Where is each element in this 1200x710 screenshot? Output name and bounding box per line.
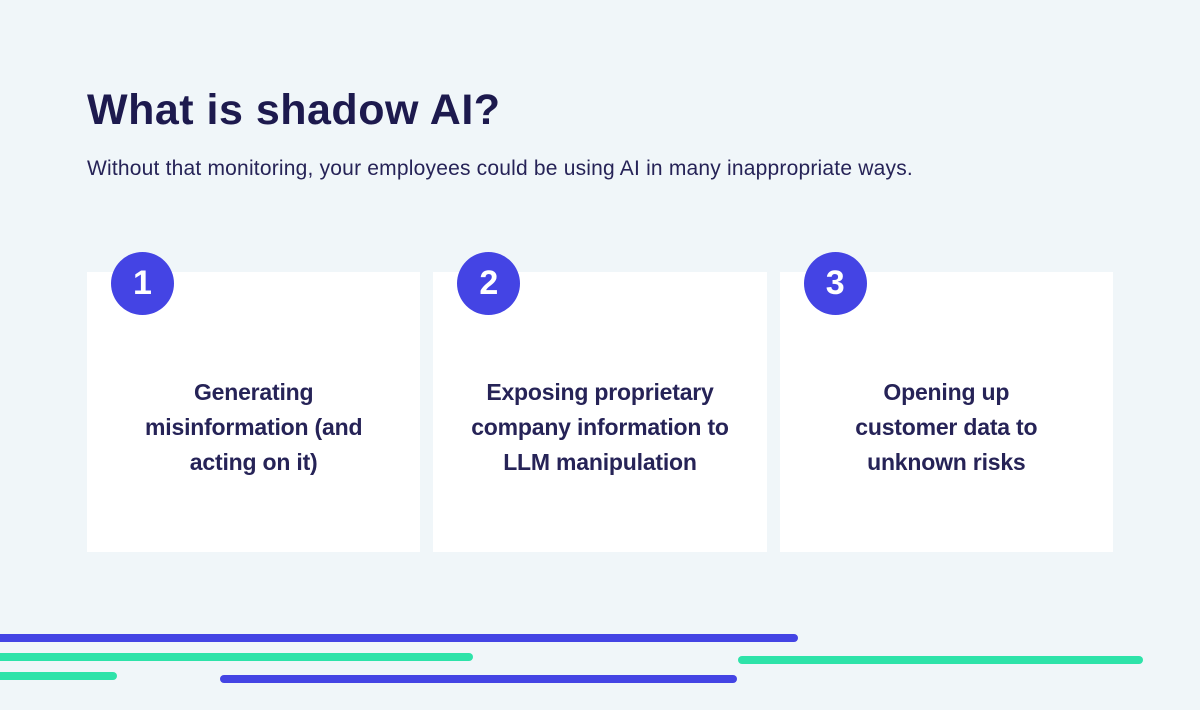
card-misinformation: 1 Generating misinformation (and acting …	[87, 252, 421, 552]
decor-line-green-right	[738, 656, 1143, 664]
card-text-line: LLM manipulation	[503, 448, 697, 475]
card-text-line: misinformation (and	[145, 413, 363, 440]
card-proprietary-info: 2 Exposing proprietary company informati…	[433, 252, 767, 552]
cards-row: 1 Generating misinformation (and acting …	[87, 252, 1113, 552]
card-text: Generating misinformation (and acting on…	[145, 375, 362, 480]
page-title: What is shadow AI?	[87, 86, 501, 134]
card-text-line: unknown risks	[867, 448, 1026, 475]
card-text-line: Generating	[193, 378, 314, 405]
number-badge-2: 2	[457, 252, 521, 315]
decor-line-blue-top	[0, 634, 798, 642]
number-badge-1: 1	[111, 252, 174, 315]
card-text: Opening up customer data to unknown risk…	[855, 375, 1037, 480]
decor-line-blue-bottom	[220, 675, 737, 683]
card-customer-data: 3 Opening up customer data to unknown ri…	[779, 252, 1113, 552]
number-badge-3: 3	[803, 252, 867, 315]
decor-line-green-middle	[0, 653, 473, 661]
card-text-line: Exposing proprietary	[486, 378, 714, 405]
card-text-line: acting on it)	[189, 448, 318, 475]
card-text-line: Opening up	[883, 378, 1010, 405]
card-text-line: customer data to	[855, 413, 1038, 440]
card-text-line: company information to	[471, 413, 729, 440]
page-subtitle: Without that monitoring, your employees …	[87, 157, 913, 180]
card-text: Exposing proprietary company information…	[471, 375, 729, 480]
decor-line-green-bottom	[0, 672, 117, 680]
